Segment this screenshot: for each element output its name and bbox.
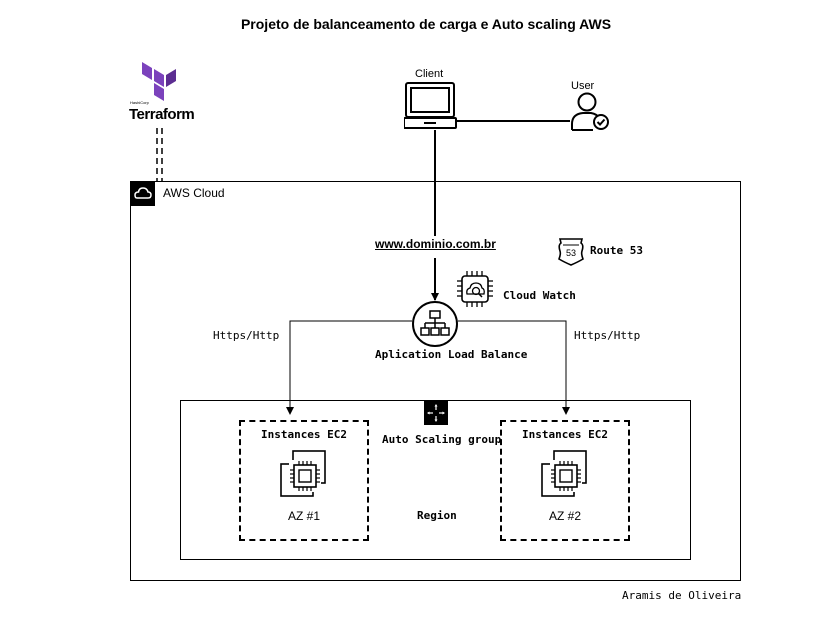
user-icon: [571, 92, 609, 131]
client-label: Client: [415, 68, 444, 80]
cloudwatch-icon: [457, 271, 493, 307]
terraform-brand-name: Terraform: [129, 106, 195, 123]
route53-icon: 53: [558, 238, 584, 266]
az2-box: [500, 420, 630, 541]
auto-scaling-icon: [424, 401, 448, 425]
protocol-left-label: Https/Http: [213, 329, 280, 342]
terraform-brand-small: HashiCorp: [130, 100, 149, 105]
az2-title: Instances EC2: [521, 428, 609, 441]
domain-link[interactable]: www.dominio.com.br: [375, 237, 496, 251]
az2-label: AZ #2: [548, 509, 581, 523]
alb-az1-arrow: [286, 320, 412, 415]
region-container: [180, 400, 691, 560]
az1-title: Instances EC2: [260, 428, 348, 441]
cloud-icon: [130, 181, 155, 206]
alb-az2-arrow: [458, 320, 570, 415]
ec2-instance-icon: [541, 450, 587, 497]
aws-cloud-label: AWS Cloud: [163, 186, 225, 200]
route53-badge: 53: [566, 248, 576, 258]
aws-cloud-container: [130, 181, 741, 581]
cloudwatch-label: Cloud Watch: [503, 289, 576, 302]
asg-label: Auto Scaling group: [382, 433, 502, 446]
region-label: Region: [417, 509, 457, 522]
protocol-right-label: Https/Http: [574, 329, 641, 342]
terraform-icon: [142, 62, 176, 101]
az1-label: AZ #1: [287, 509, 320, 523]
diagram-title: Projeto de balanceamento de carga e Auto…: [240, 16, 612, 32]
user-label: User: [571, 80, 595, 92]
load-balancer-icon[interactable]: [411, 300, 459, 348]
az1-box: [239, 420, 369, 541]
author-label: Aramis de Oliveira: [622, 589, 742, 602]
ec2-instance-icon: [280, 450, 326, 497]
alb-label: Aplication Load Balance: [375, 348, 528, 361]
terraform-logo: HashiCorp Terraform: [128, 60, 195, 130]
laptop-icon: [404, 82, 457, 129]
route53-label: Route 53: [590, 244, 643, 257]
